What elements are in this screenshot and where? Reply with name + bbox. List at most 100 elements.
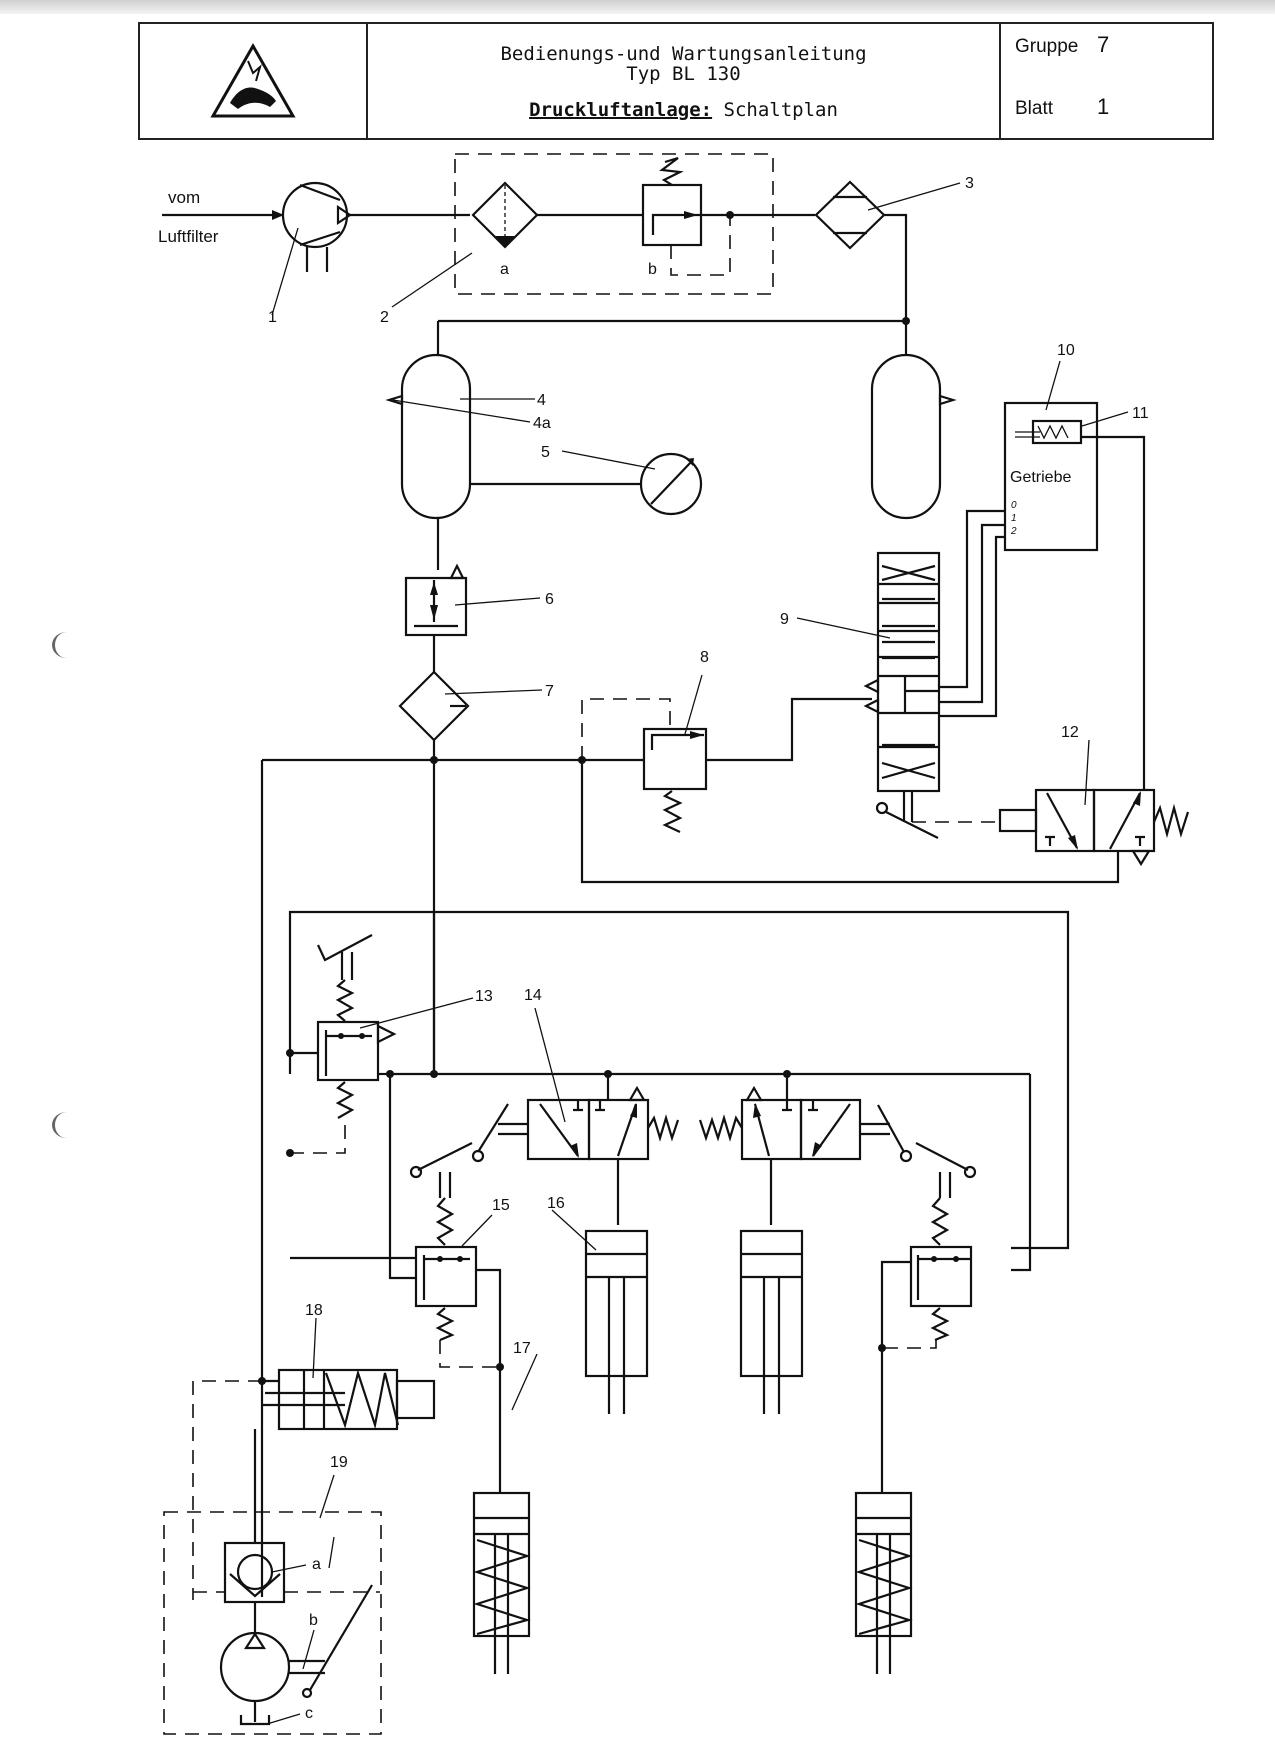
flow-dot [931,1256,937,1262]
return-spring-icon [335,1081,355,1119]
pilot-line [192,1380,262,1600]
compressor-vane [299,183,341,202]
leader-19-top [319,1474,335,1519]
pipe [1081,435,1146,790]
leader-7 [444,689,543,695]
check-valve-seat [229,1573,281,1598]
pipe [939,509,1005,689]
junction [783,1070,791,1078]
gearbox-box [1003,401,1099,552]
valve-12: 12 [998,724,1190,867]
group-label: Gruppe [1015,36,1079,57]
exhaust-triangle [376,1024,397,1044]
callout-1: 1 [268,309,277,326]
pipe [939,523,1005,704]
group-value: 7 [1097,32,1110,57]
callout-2: 2 [380,309,389,326]
lever-handle [417,1142,473,1171]
arrowhead [812,1142,822,1157]
cooler-3: 3 [814,175,974,250]
callout-3: 3 [965,175,974,192]
exhaust-triangle [863,698,880,714]
cylinder-16-left: 16 [547,1195,649,1414]
pump-outlet-triangle [243,1631,267,1650]
exhaust-triangle [449,563,465,580]
flow-dot [953,1256,959,1262]
closed-port [782,1100,792,1112]
leader-4a [392,399,531,423]
lever-roller-icon [963,1165,977,1179]
spring-cylinder-17-left: 17 [472,1340,538,1674]
exhaust-triangle [1131,849,1151,867]
callout-8: 8 [700,649,709,666]
callout-19c: c [305,1705,313,1722]
exhaust-triangle [863,678,880,694]
pressure-valve-icon [909,1245,973,1308]
cylinder-icon [584,1229,649,1378]
logo-cell [140,24,368,138]
leader-8 [684,674,703,735]
leader-1 [271,227,299,316]
filter-7: 7 [398,670,554,742]
pressure-valve-15-right [878,1142,977,1493]
pilot-line [670,215,731,276]
leader-5 [561,450,656,470]
reservoir-tank-icon [239,1715,271,1726]
inlet: vom Luftfilter [158,188,284,246]
hand-pump-unit-19: a b c 19 [163,1429,382,1735]
lever-handle [885,811,939,839]
valve-14-right-b [799,1098,862,1161]
pipe [880,1260,911,1493]
spring-cylinder-icon [854,1491,913,1638]
spring-icon [435,1307,455,1342]
spring-cylinder-17-right [854,1491,913,1674]
gauge-needle-tip [686,458,694,466]
shift-cylinder-icon [1031,419,1083,445]
spring-brake-cylinder-18: 18 [192,1302,436,1600]
pipe [706,697,872,762]
valve-14-right-a [740,1098,803,1161]
leader-16 [551,1209,597,1251]
callout-13: 13 [475,988,493,1005]
spring-icon [930,1307,950,1342]
exhaust-triangle [745,1085,763,1102]
regulator-flow-arrow [651,213,700,235]
leader-9 [796,617,891,639]
callout-5: 5 [541,444,550,461]
pilot-line [882,1340,937,1349]
pressure-gauge-icon [639,452,703,516]
hand-lever-grip [301,1687,313,1699]
flow-dot [338,1033,344,1039]
reservoir-icon [870,353,942,520]
lever-pivot-icon [875,801,889,815]
valve-14-right-spring-icon [698,1114,743,1142]
callout-4: 4 [537,392,546,409]
group-row: Gruppe 7 [1015,32,1109,58]
pilot-line [290,1120,346,1154]
safety-valve-icon [404,576,468,637]
junction [604,1070,612,1078]
filter-regulator-unit-2: a b 2 [380,153,774,326]
compressor-vane [299,230,341,247]
gearbox-port-1: 1 [1011,513,1017,524]
callout-18: 18 [305,1302,323,1319]
valve-12-actuator [998,808,1038,833]
hand-lever-icon [309,1584,373,1691]
crossed-flow [881,564,936,582]
callout-6: 6 [545,591,554,608]
callout-15: 15 [492,1197,510,1214]
punch-hole-mark [52,632,81,658]
callout-10: 10 [1057,342,1075,359]
sheet-value: 1 [1097,94,1110,119]
pressure-valve-icon [414,1245,478,1308]
cylinder-icon [739,1229,804,1378]
pedal-valve-icon [316,1020,380,1082]
pilot-line [581,698,671,760]
valve-12-spring-icon [1152,803,1190,839]
separator-drain [493,236,517,247]
junction [430,1070,438,1078]
exhaust-triangle [628,1085,646,1102]
closed-port [573,1100,583,1112]
pipe [1011,1074,1032,1272]
